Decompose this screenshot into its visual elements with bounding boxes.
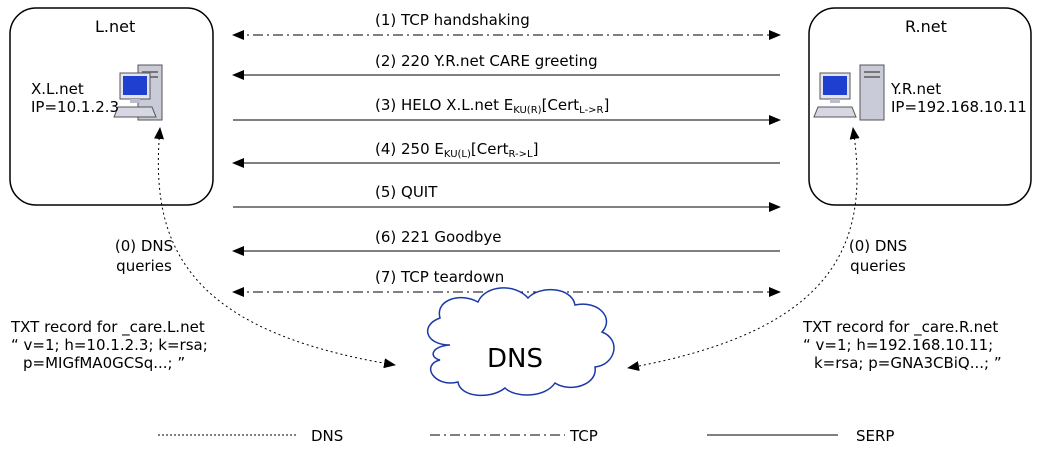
- left-txt-line1: “ v=1; h=10.1.2.3; k=rsa;: [11, 336, 208, 354]
- left-network-label: L.net: [95, 17, 136, 36]
- left-txt-title: TXT record for _care.L.net: [11, 318, 205, 336]
- right-txt-line2: k=rsa; p=GNA3CBiQ...; ”: [814, 354, 1002, 372]
- right-computer-icon: [813, 64, 885, 121]
- right-txt-title: TXT record for _care.R.net: [803, 318, 999, 336]
- right-network-box: [808, 7, 1032, 206]
- right-dns-query-label-2: queries: [850, 257, 906, 275]
- left-computer-icon: [113, 64, 163, 121]
- right-hostname: Y.R.net: [891, 80, 942, 98]
- message-7-label: (7) TCP teardown: [375, 268, 505, 286]
- message-2-label: (2) 220 Y.R.net CARE greeting: [375, 52, 598, 70]
- legend-label-tcp: TCP: [570, 427, 598, 445]
- dns-server-label: DNS: [487, 344, 543, 374]
- left-dns-query-label-1: (0) DNS: [114, 237, 174, 255]
- message-4-label: (4) 250 EKU(L)[CertR->L]: [375, 140, 539, 160]
- right-network-label: R.net: [905, 17, 947, 36]
- left-hostname: X.L.net: [31, 80, 84, 98]
- right-txt-line1: “ v=1; h=192.168.10.11;: [803, 336, 994, 354]
- left-dns-query-label-2: queries: [116, 257, 172, 275]
- message-3-label: (3) HELO X.L.net EKU(R)[CertL->R]: [375, 96, 610, 116]
- left-dns-query-curve: [154, 127, 396, 369]
- message-6-label: (6) 221 Goodbye: [375, 228, 502, 246]
- right-dns-query-label-1: (0) DNS: [848, 237, 908, 255]
- left-txt-line2: p=MIGfMA0GCSq...; ”: [23, 354, 186, 372]
- message-arrows: [232, 30, 781, 297]
- left-ip: IP=10.1.2.3: [31, 98, 120, 116]
- legend-label-dns: DNS: [311, 427, 344, 445]
- message-1-label: (1) TCP handshaking: [375, 11, 530, 29]
- dns-cloud: [426, 287, 615, 397]
- right-ip: IP=192.168.10.11: [891, 98, 1027, 116]
- legend-label-serp: SERP: [856, 427, 895, 445]
- message-5-label: (5) QUIT: [375, 183, 438, 201]
